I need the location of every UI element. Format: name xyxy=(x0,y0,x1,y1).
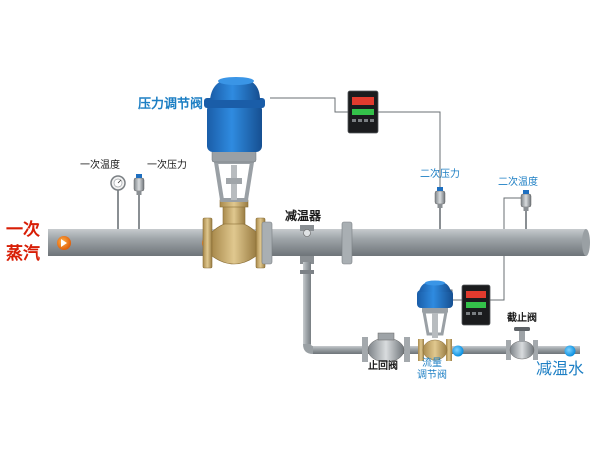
check-valve xyxy=(362,332,410,363)
primary-pressure-transmitter-icon xyxy=(133,174,145,229)
flow-controller-display-icon xyxy=(461,284,491,326)
water-flow-dot-icon xyxy=(452,345,464,357)
stop-valve-label: 截止阀 xyxy=(507,313,537,324)
check-valve-label: 止回阀 xyxy=(368,361,398,372)
wire-controller1-to-secondary-pressure xyxy=(378,111,441,190)
secondary-temperature-label: 二次温度 xyxy=(498,177,538,188)
desuperheater xyxy=(261,221,354,265)
pressure-control-valve xyxy=(202,77,266,269)
flow-control-valve-label-line1: 流量 xyxy=(422,358,442,369)
flow-control-valve-label-line2: 调节阀 xyxy=(417,370,447,381)
primary-pressure-label: 一次压力 xyxy=(147,160,187,171)
secondary-temperature-transmitter-icon xyxy=(520,190,532,229)
inlet-steam-label-line1: 一次 xyxy=(6,220,40,240)
secondary-pressure-transmitter-icon xyxy=(434,187,446,229)
stop-valve xyxy=(506,327,538,360)
pressure-control-valve-label: 压力调节阀 xyxy=(138,97,204,112)
pressure-controller-display-icon xyxy=(347,90,379,134)
wire-valve-to-controller1 xyxy=(270,97,350,113)
primary-temperature-gauge-icon xyxy=(110,175,126,229)
water-flow-dot-icon xyxy=(564,345,576,357)
primary-temperature-label: 一次温度 xyxy=(80,160,120,171)
desuperheating-water-label: 减温水 xyxy=(536,359,585,378)
pipe-end-cap xyxy=(582,229,590,256)
flow-control-valve xyxy=(417,280,453,361)
steam-flow-arrow-icon xyxy=(57,236,71,250)
secondary-pressure-label: 二次压力 xyxy=(420,169,460,180)
inlet-steam-label-line2: 蒸汽 xyxy=(6,244,40,264)
desuperheater-label: 减温器 xyxy=(285,209,322,223)
